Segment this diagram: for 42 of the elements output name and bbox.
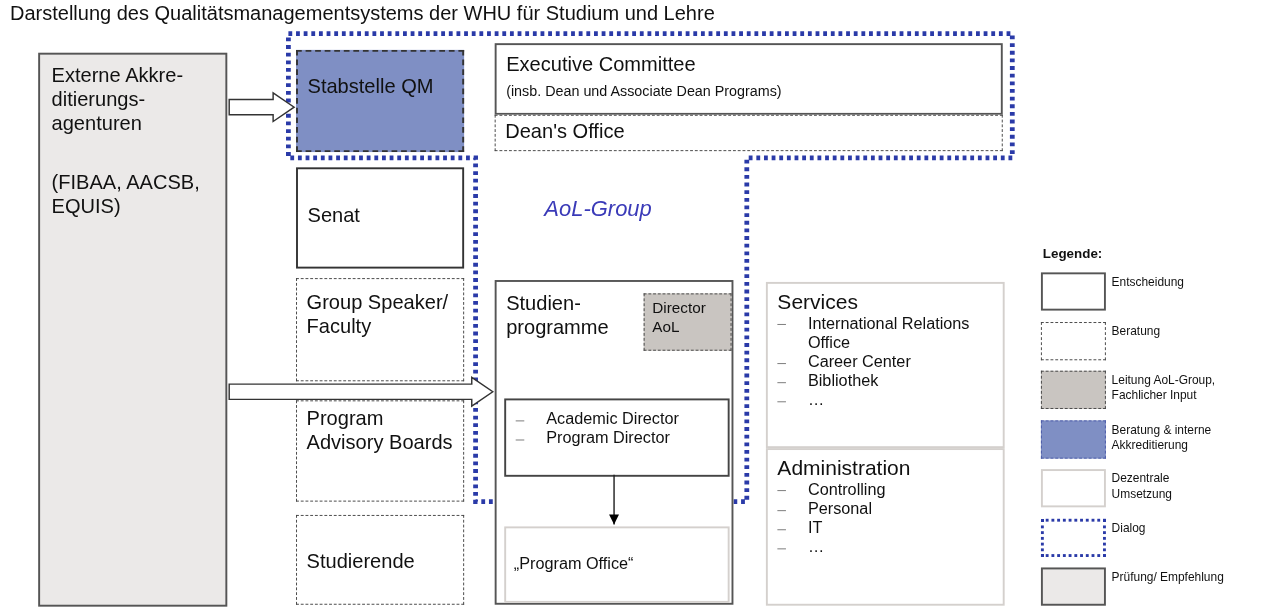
decision-box: [494, 43, 1003, 115]
arrow: [609, 474, 620, 526]
advisory-box: [296, 49, 465, 153]
advisory-box: [296, 278, 465, 382]
review-box: [38, 52, 228, 607]
box-label: „Program Office“: [513, 555, 635, 575]
implementation-box: [765, 448, 1005, 606]
legend-label: Leitung AoL-Group, Fachlicher Input: [1111, 372, 1217, 404]
box-label: Program Advisory Boards: [306, 407, 454, 455]
legend-label: Dialog: [1111, 520, 1147, 536]
box-label: Studien- programme: [506, 291, 610, 339]
box-label: Stabstelle QM: [307, 74, 435, 99]
box-note: (insb. Dean und Associate Dean Programs): [506, 82, 783, 99]
legend-label: Beratung & interne Akkreditierung: [1111, 421, 1213, 453]
box-label: Studierende: [306, 550, 416, 574]
box-label: Senat: [307, 203, 361, 228]
arrow: [228, 91, 296, 123]
decision-box: [296, 167, 465, 269]
legend-heading: Legende:: [1042, 245, 1103, 261]
legend-label: Dezentrale Umsetzung: [1111, 471, 1173, 502]
box-label: Administration: [777, 455, 912, 481]
legend-label: Beratung: [1111, 323, 1162, 339]
box-label: Executive Committee: [506, 52, 697, 77]
advisory-box: [296, 400, 465, 502]
box-label: Externe Akkre- ditierungs- agenturen: [51, 64, 185, 136]
box-label: Group Speaker/ Faculty: [306, 290, 450, 338]
box-label: Services: [777, 289, 859, 315]
arrow: [228, 376, 495, 408]
legend-label: Prüfung/ Empfehlung: [1111, 569, 1225, 585]
legend-label: Entscheidung: [1111, 274, 1185, 290]
lead-box: [643, 293, 732, 351]
diagram-title: Darstellung des Qualitätsmanagementsystems der WHU für Studium und Lehre: [10, 2, 715, 25]
group-label: AoL-Group: [544, 196, 652, 222]
implementation-box: [765, 281, 1005, 449]
box-label: Dean's Office: [505, 119, 626, 144]
advisory-box: [494, 114, 1003, 152]
implementation-box: [504, 526, 730, 603]
advisory-box: [296, 514, 465, 605]
box-label: Director AoL: [652, 300, 707, 337]
decision-box: [504, 398, 730, 477]
box-note: (FIBAA, AACSB, EQUIS): [51, 171, 201, 219]
decision-box: [494, 280, 734, 605]
